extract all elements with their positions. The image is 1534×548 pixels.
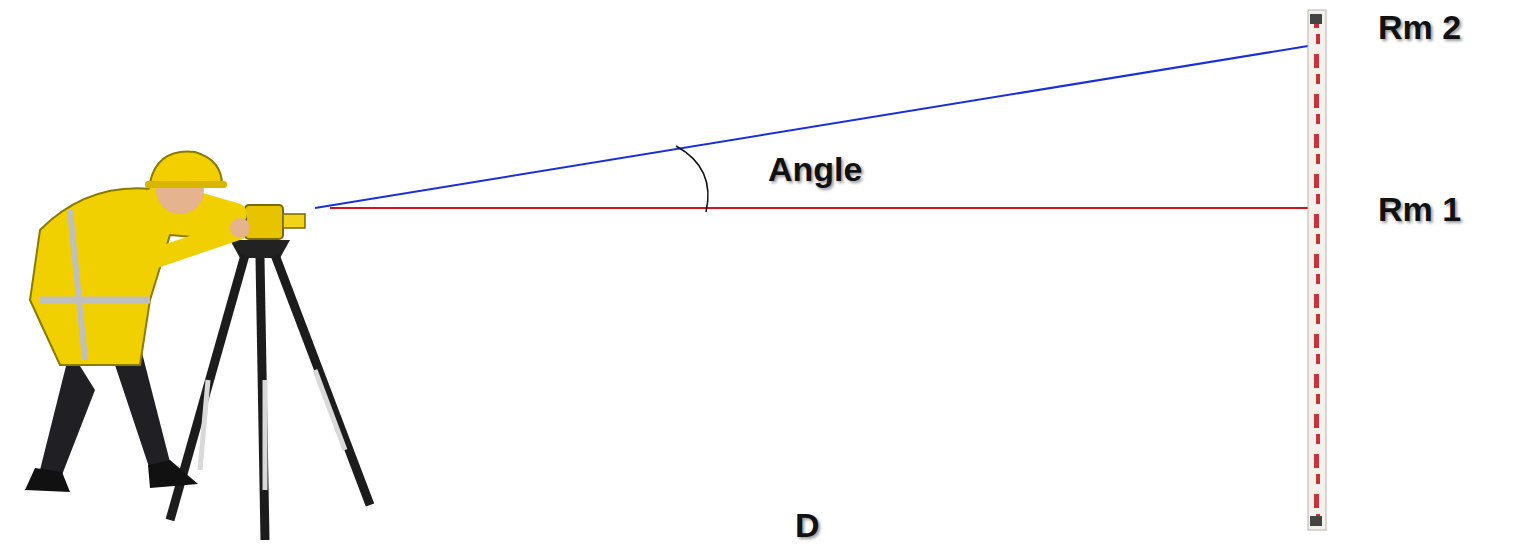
reading-label: Rm 2 xyxy=(1378,10,1461,44)
distance-label: D xyxy=(795,508,820,542)
red-sight-line xyxy=(330,207,1308,209)
levelling-rod xyxy=(1308,10,1326,530)
blue-sight-line xyxy=(315,46,1308,208)
angle-arc xyxy=(676,146,708,212)
angle-label: Angle xyxy=(768,152,862,186)
reading-label: Rm 1 xyxy=(1378,192,1461,226)
surveyor-figure xyxy=(25,152,370,540)
